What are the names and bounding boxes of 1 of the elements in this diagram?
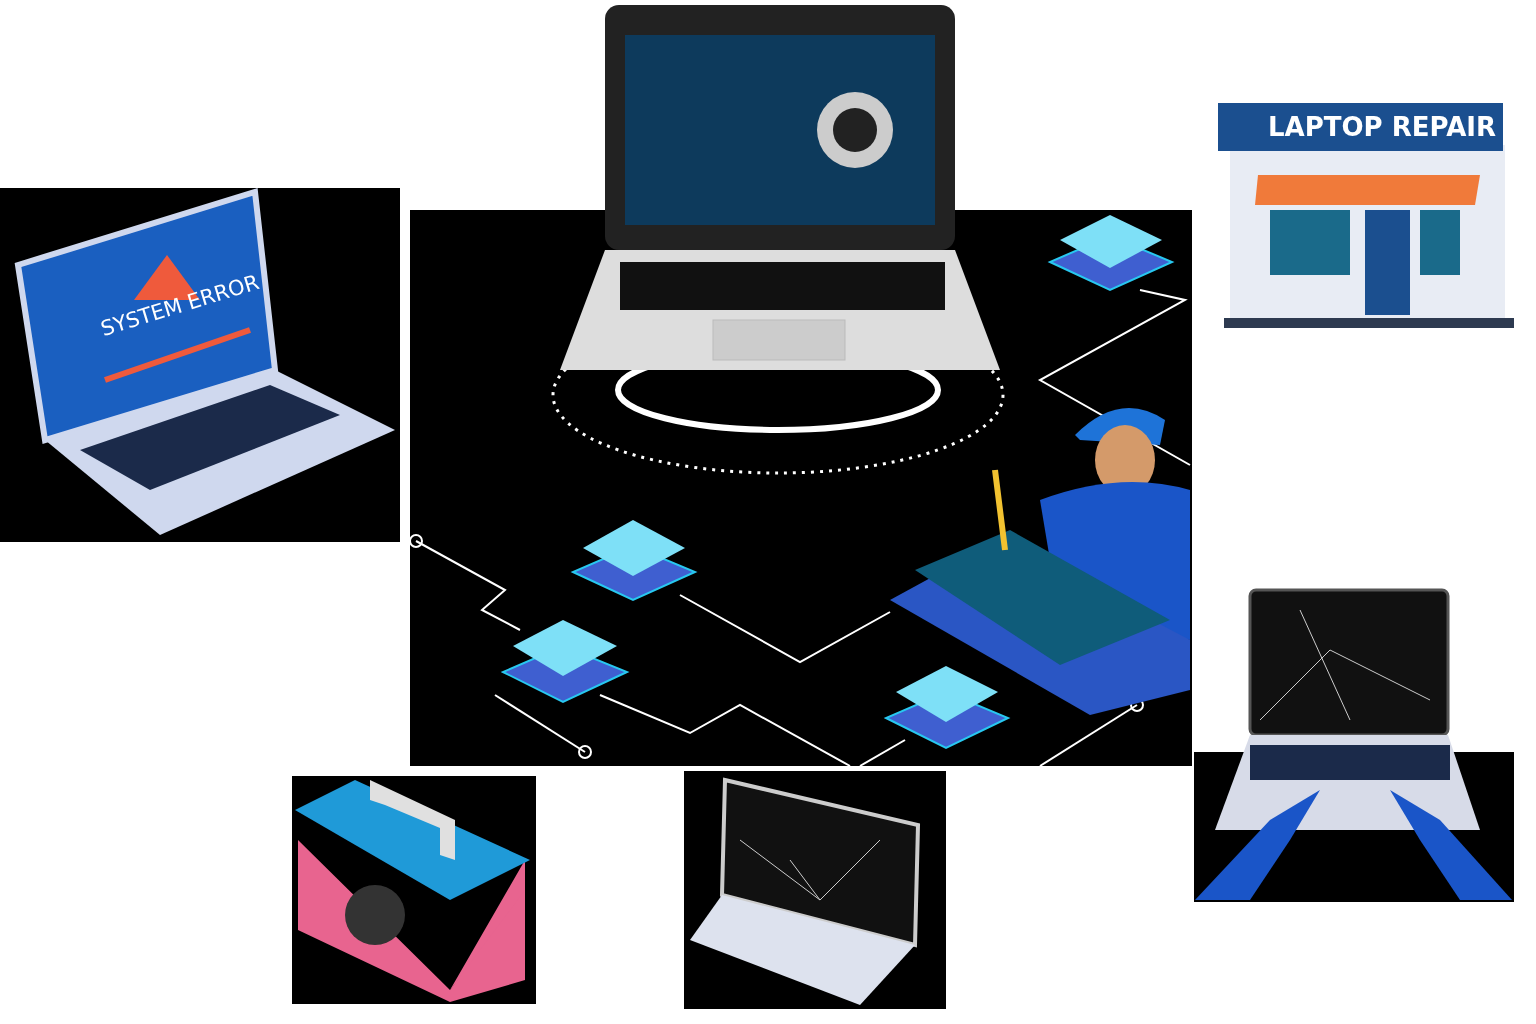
shop-sign-text: LAPTOP REPAIR bbox=[1268, 112, 1496, 142]
